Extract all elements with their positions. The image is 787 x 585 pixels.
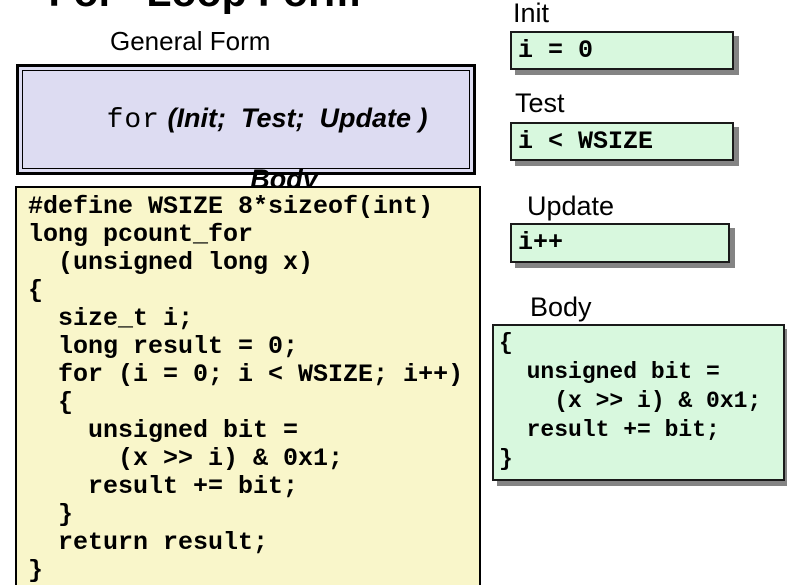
test-code: i < WSIZE	[518, 127, 654, 156]
c-code-box: #define WSIZE 8*sizeof(int) long pcount_…	[15, 186, 481, 585]
c-code-block: #define WSIZE 8*sizeof(int) long pcount_…	[28, 192, 464, 585]
body-box: { unsigned bit = (x >> i) & 0x1; result …	[492, 324, 785, 481]
general-form-inner-frame: for (Init; Test; Update ) Body	[22, 70, 470, 194]
cropped-title-region: “For” Loop Form	[0, 0, 480, 14]
general-form-syntax-line: for (Init; Test; Update )	[71, 85, 469, 154]
general-form-box: for (Init; Test; Update ) Body	[16, 64, 476, 194]
body-label: Body	[530, 292, 592, 322]
init-box: i = 0	[510, 31, 734, 70]
test-box: i < WSIZE	[510, 122, 734, 161]
init-label: Init	[513, 0, 550, 28]
test-label: Test	[515, 88, 565, 118]
init-code: i = 0	[518, 36, 594, 65]
update-code: i++	[518, 228, 564, 257]
for-keyword: for	[106, 105, 160, 136]
body-code: { unsigned bit = (x >> i) & 0x1; result …	[499, 330, 762, 472]
loop-signature: (Init; Test; Update )	[159, 103, 428, 133]
general-form-heading: General Form	[110, 26, 271, 56]
update-label: Update	[527, 191, 615, 221]
slide-title: “For” Loop Form	[28, 0, 361, 13]
update-box: i++	[510, 223, 730, 263]
